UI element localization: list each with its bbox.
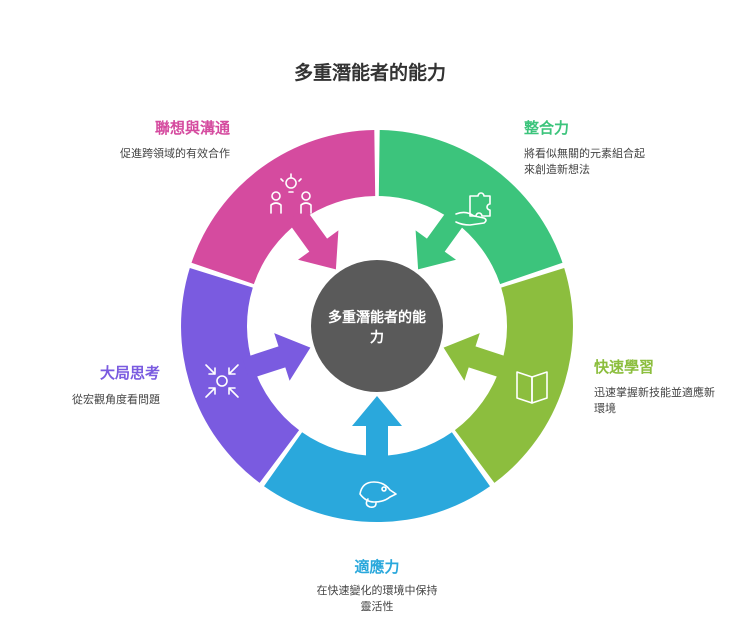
label-quick-learning-description: 迅速掌握新技能並適應新環境 [594, 386, 715, 415]
label-connection-description: 促進跨領域的有效合作 [120, 147, 230, 160]
book-icon [516, 371, 548, 404]
segment-quick-learning [454, 268, 573, 483]
label-quick-learning-title: 快速學習 [594, 358, 655, 376]
center-label-line2: 力 [370, 329, 384, 346]
label-connection-title: 聯想與溝通 [154, 119, 230, 137]
arrow-quick-learning [443, 333, 512, 381]
segment-adaptability [264, 432, 490, 523]
label-adaptability-description: 在快速變化的環境中保持靈活性 [316, 584, 438, 613]
puzzle-hand-icon [455, 192, 491, 226]
segment-connection [191, 130, 376, 285]
diagram-title: 多重潛能者的能力 [293, 62, 446, 84]
label-adaptability-title: 適應力 [354, 558, 400, 576]
label-integration-title: 整合力 [524, 119, 570, 137]
arrow-integration [415, 207, 467, 270]
arrow-adaptability [352, 396, 402, 464]
label-big-picture-title: 大局思考 [99, 364, 160, 382]
segment-big-picture [181, 268, 300, 483]
center-circle [311, 260, 443, 392]
center-label-line1: 多重潛能者的能 [328, 309, 426, 326]
focus-arrows-icon [205, 364, 239, 398]
label-big-picture-description: 從宏觀角度看問題 [72, 393, 160, 406]
arrow-big-picture [242, 333, 311, 381]
arrow-connection [287, 207, 339, 270]
people-idea-icon [270, 173, 312, 214]
label-integration-description: 將看似無關的元素組合起來創造新想法 [524, 147, 645, 176]
chameleon-icon [359, 481, 397, 508]
